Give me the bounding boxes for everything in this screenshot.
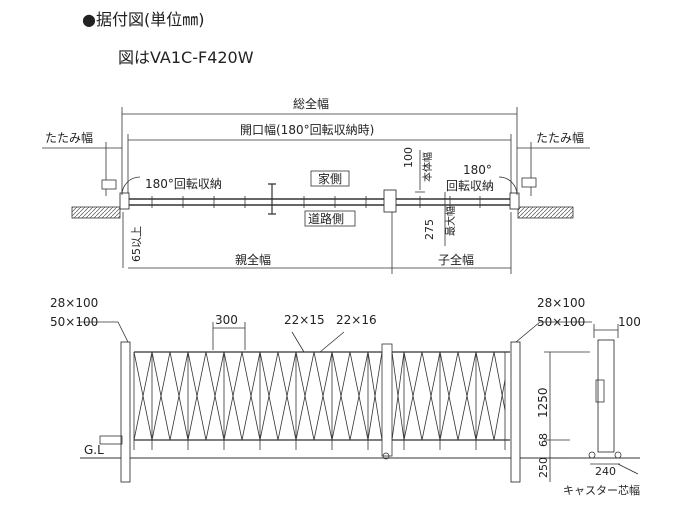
lattice-verticals [133, 352, 506, 450]
pitch-label: 300 [215, 313, 238, 327]
dim-275-value: 275 [423, 219, 436, 240]
rotation-arc-left [121, 176, 141, 196]
handle [268, 183, 276, 215]
caster-right [521, 177, 537, 188]
side-caster-right [614, 451, 622, 459]
post-right [509, 192, 520, 210]
plan-view [42, 107, 590, 274]
side-100-label: 100 [618, 315, 641, 329]
rotation-arc-right [498, 176, 518, 196]
dim-275-label: 最大幅 [444, 206, 457, 236]
member-1-label: 22×15 [284, 313, 325, 327]
leader-member-1 [291, 331, 305, 353]
rotation-right-label: 回転収納 [446, 179, 494, 193]
elevation-view [78, 321, 640, 483]
post-right-size-2: 50×100 [537, 315, 585, 329]
dim-100-label: 本体幅 [421, 152, 434, 182]
road-side-label: 道路側 [308, 211, 344, 226]
caster-left [101, 179, 117, 190]
elevation-labels: 28×100 50×100 28×100 50×100 300 22×15 22… [50, 296, 641, 497]
side-caster-left [588, 451, 596, 459]
fold-width-right-label: たたみ幅 [536, 130, 584, 145]
dim-100-value: 100 [402, 147, 415, 168]
parent-width-label: 親全幅 [235, 252, 271, 267]
side-view-post [597, 339, 615, 453]
lattice-diagonals [133, 351, 506, 441]
dim-68-label: 68 [537, 433, 550, 447]
child-width-label: 子全幅 [438, 252, 474, 267]
post-left [119, 192, 130, 210]
gl-label: G.L [84, 443, 104, 457]
side-view-latch [595, 379, 605, 403]
beam-knuckles [151, 196, 481, 208]
total-width-label: 総全幅 [293, 96, 329, 111]
opening-width-label: 開口幅(180°回転収納時) [240, 122, 374, 137]
fold-width-left-label: たたみ幅 [45, 130, 93, 145]
height-label: 1250 [536, 387, 550, 418]
caster-width-label: キャスター芯幅 [563, 483, 640, 497]
latch-post [383, 189, 397, 213]
member-2-label: 22×16 [336, 313, 377, 327]
post-left-elev [120, 341, 131, 483]
leader-right [515, 321, 592, 343]
caster-240-label: 240 [595, 465, 616, 478]
post-left-size-2: 50×100 [50, 315, 98, 329]
road-side-box [304, 210, 356, 227]
caster-leader [617, 463, 639, 475]
house-side-box [310, 170, 350, 187]
caster-wheel [382, 452, 390, 460]
dim-250-label: 250 [537, 457, 550, 478]
caster-left-elev [99, 435, 123, 445]
leader-member-2 [319, 331, 345, 353]
rotation-right-deg: 180° [463, 163, 492, 177]
house-side-label: 家側 [318, 171, 342, 186]
plan-labels: 総全幅 開口幅(180°回転収納時) たたみ幅 たたみ幅 180°回転収納 18… [45, 96, 584, 267]
model-caption: 図はVA1C-F420W [118, 48, 254, 67]
wall-left [71, 206, 121, 219]
rotation-left-label: 180°回転収納 [145, 177, 222, 191]
post-right-elev [510, 341, 521, 483]
figure-title: ●据付図(単位㎜) [82, 10, 205, 29]
post-right-size-1: 28×100 [537, 296, 585, 310]
dim-65-label: 65以上 [130, 226, 143, 262]
wall-right [517, 206, 574, 219]
leader-left [78, 321, 129, 343]
post-left-size-1: 28×100 [50, 296, 98, 310]
latch-post-elev [381, 343, 393, 457]
